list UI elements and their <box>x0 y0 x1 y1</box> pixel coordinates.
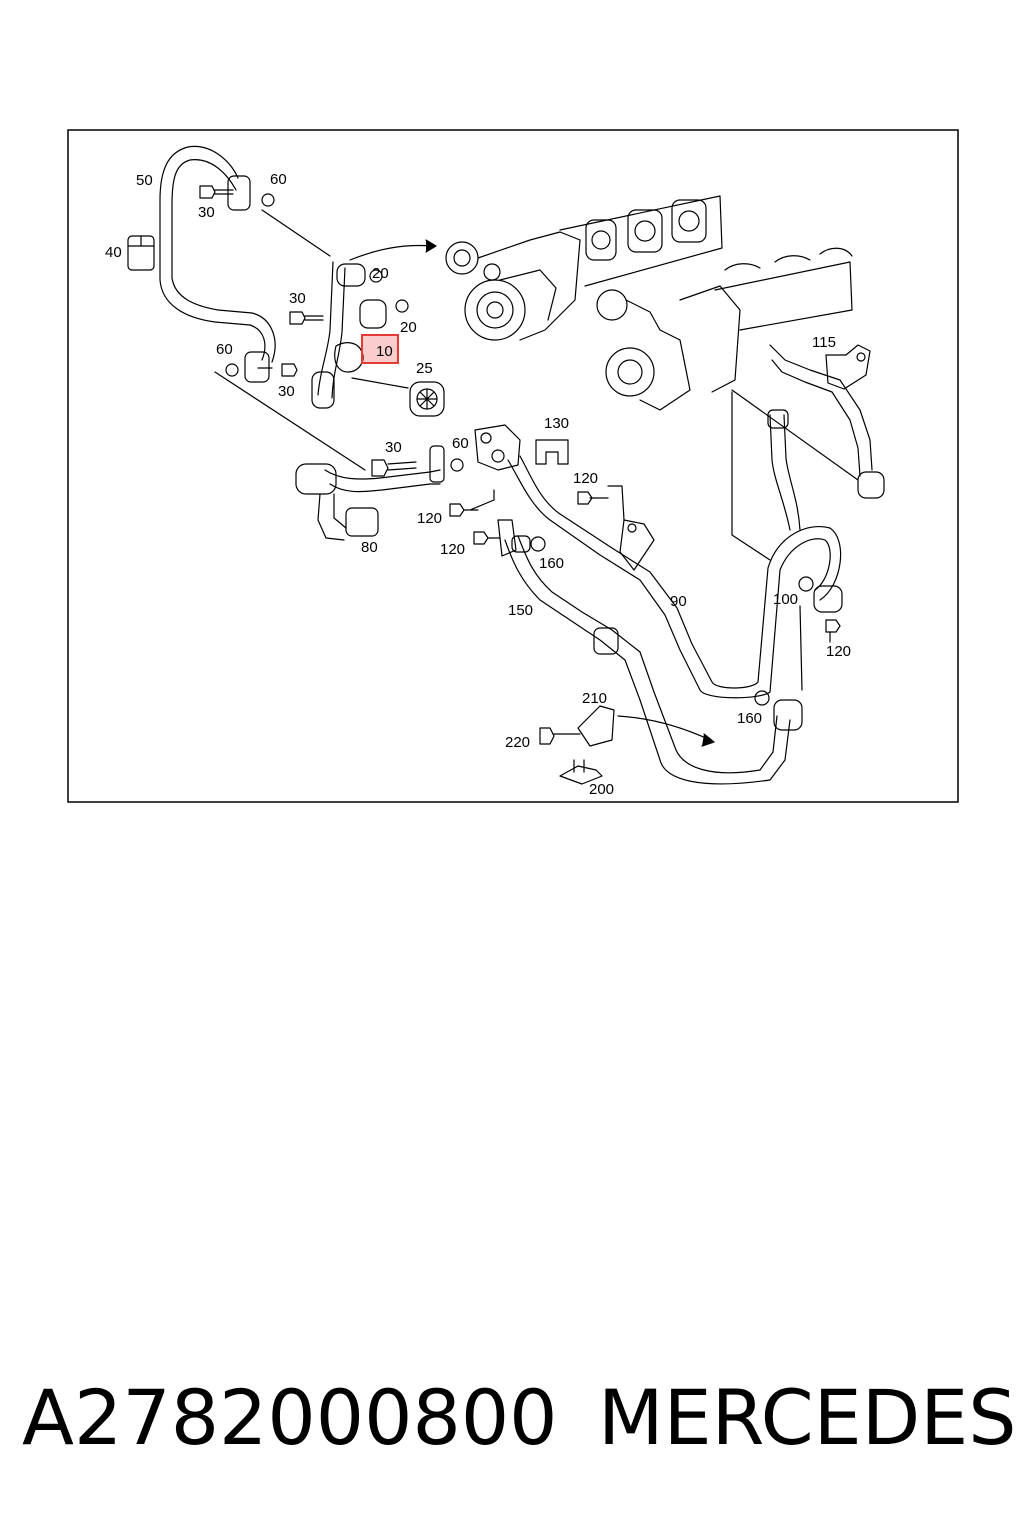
leader-25 <box>351 377 409 389</box>
callout-label[interactable]: 210 <box>582 690 607 707</box>
pipe-80 <box>324 469 441 493</box>
callout-label[interactable]: 20 <box>372 265 389 282</box>
flange-60-lower <box>244 351 270 383</box>
bolt-120-b <box>473 531 501 545</box>
flange-90 <box>619 519 655 571</box>
arrow-top <box>349 244 433 261</box>
callout-label[interactable]: 120 <box>417 510 442 527</box>
callout-label[interactable]: 20 <box>400 319 417 336</box>
callout-label[interactable]: 100 <box>773 591 798 608</box>
oring-160-right <box>754 690 770 706</box>
bracket-200 <box>559 759 603 785</box>
clip-130 <box>535 439 569 465</box>
pipe-100 <box>507 455 842 699</box>
callout-label[interactable]: 220 <box>505 734 530 751</box>
bolt-120-right <box>825 619 841 643</box>
footer-caption: A2782000800 MERCEDES <box>22 1372 1016 1472</box>
callout-label[interactable]: 130 <box>544 415 569 432</box>
flange-150 <box>497 519 517 557</box>
leader-upper <box>261 209 331 257</box>
connector-20-top <box>336 263 366 287</box>
sleeve-150 <box>593 627 619 655</box>
flange-60-top <box>227 175 251 211</box>
turbocharger-upper <box>445 231 581 341</box>
leader-lower <box>214 371 366 471</box>
highlight-box <box>361 334 399 364</box>
clamp-10 <box>334 342 364 373</box>
bolt-30-lower-mid <box>371 459 417 477</box>
elbow-80 <box>295 463 337 495</box>
leader-100 <box>799 605 803 691</box>
callout-label[interactable]: 60 <box>452 435 469 452</box>
hose-end-10 <box>311 371 335 409</box>
bolt-30-mid <box>289 311 324 325</box>
callout-label[interactable]: 160 <box>737 710 762 727</box>
connector-160-left <box>511 535 531 553</box>
callout-label[interactable]: 200 <box>589 781 614 798</box>
pipe-150 <box>504 535 791 785</box>
leader-115 <box>731 389 859 561</box>
oring-20-mid <box>395 299 409 313</box>
callout-label[interactable]: 120 <box>440 541 465 558</box>
parts-diagram: 50 60 30 40 20 30 20 10 60 30 25 30 60 1… <box>67 129 959 803</box>
callout-label[interactable]: 30 <box>289 290 306 307</box>
turbocharger-lower <box>596 285 741 411</box>
filter-25 <box>409 381 445 417</box>
bracket-upper-mid <box>474 424 521 471</box>
bolt-120-a <box>449 489 495 517</box>
pipe-50-inner <box>171 159 276 363</box>
bolt-120-c <box>577 485 625 521</box>
callout-labels: 50 60 30 40 20 30 20 10 60 30 25 30 60 1… <box>105 171 851 798</box>
oring-60-lower <box>225 363 239 377</box>
arrow-bottom <box>617 715 711 741</box>
callout-label[interactable]: 30 <box>198 204 215 221</box>
callout-label[interactable]: 120 <box>573 470 598 487</box>
callout-label[interactable]: 40 <box>105 244 122 261</box>
exhaust-manifold-upper <box>559 195 723 287</box>
pipe-10 <box>317 261 346 399</box>
connector-100 <box>813 585 843 613</box>
pipe-50 <box>159 145 266 361</box>
connector-115 <box>857 471 885 499</box>
oring-20-top <box>369 269 383 283</box>
connector-20-mid <box>359 299 387 329</box>
bracket-210 <box>577 705 615 747</box>
callout-label[interactable]: 30 <box>385 439 402 456</box>
callout-label[interactable]: 50 <box>136 172 153 189</box>
callout-label[interactable]: 60 <box>270 171 287 188</box>
brand-name: MERCEDES <box>598 1373 1017 1462</box>
oring-160-left <box>530 536 546 552</box>
bracket-115 <box>825 344 871 390</box>
callout-label[interactable]: 115 <box>812 334 836 351</box>
bolt-30-top <box>199 185 234 199</box>
diagram-frame <box>67 129 959 803</box>
callout-label-highlighted[interactable]: 10 <box>376 343 393 360</box>
connector-160-right <box>773 699 803 731</box>
flange-60-mid <box>429 445 445 483</box>
oring-60-mid <box>450 458 464 472</box>
exhaust-manifold-lower <box>714 247 853 331</box>
oring-100 <box>798 576 814 592</box>
oring-60-top <box>261 193 275 207</box>
callout-label[interactable]: 160 <box>539 555 564 572</box>
pipe-115 <box>769 344 873 477</box>
hose-vertical <box>769 414 801 531</box>
bolt-220 <box>539 727 581 745</box>
callout-label[interactable]: 25 <box>416 360 433 377</box>
callout-label[interactable]: 90 <box>670 593 687 610</box>
callout-label[interactable]: 150 <box>508 602 533 619</box>
callout-label[interactable]: 30 <box>278 383 295 400</box>
bolt-30-lower <box>257 363 298 377</box>
part-number: A2782000800 <box>22 1373 558 1462</box>
callout-label[interactable]: 80 <box>361 539 378 556</box>
callout-label[interactable]: 120 <box>826 643 851 660</box>
callout-label[interactable]: 60 <box>216 341 233 358</box>
